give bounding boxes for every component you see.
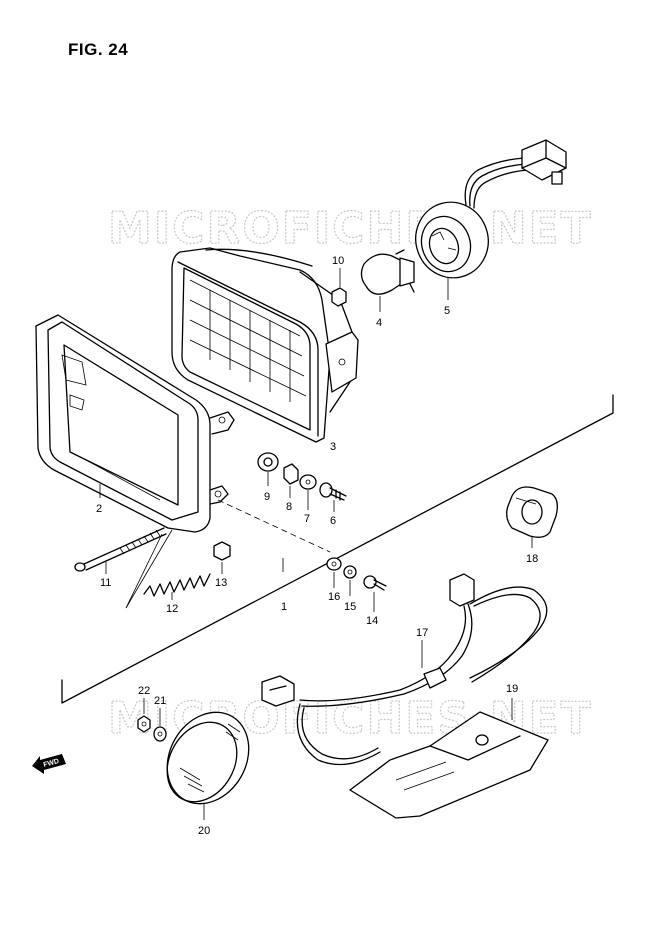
adjusting-screw-shape — [74, 527, 167, 574]
lower-hardware-shape — [326, 557, 387, 612]
callout-22: 22 — [138, 685, 150, 697]
callout-2: 2 — [96, 503, 102, 515]
callout-10: 10 — [332, 255, 344, 267]
leader-arrows — [99, 484, 331, 609]
socket-shape — [415, 139, 567, 300]
assembly-bracket — [61, 394, 614, 704]
callout-3: 3 — [330, 441, 336, 453]
callout-17: 17 — [416, 627, 428, 639]
callout-11: 11 — [100, 577, 111, 589]
bag-shape — [349, 698, 549, 819]
small-fastener-shape — [137, 698, 167, 742]
nut-shape — [213, 541, 231, 574]
callout-14: 14 — [366, 615, 378, 627]
callout-4: 4 — [376, 317, 382, 329]
callout-6: 6 — [330, 515, 336, 527]
callout-19: 19 — [506, 683, 518, 695]
callout-9: 9 — [264, 491, 270, 503]
sealed-beam-shape — [171, 247, 359, 443]
fwd-label: FWD — [43, 758, 60, 769]
clip-shape — [331, 268, 347, 307]
callout-13: 13 — [215, 577, 227, 589]
grommet-shape — [506, 486, 558, 548]
callout-5: 5 — [444, 305, 450, 317]
callout-16: 16 — [328, 591, 340, 603]
callout-18: 18 — [526, 553, 538, 565]
wiring-harness-shape — [261, 573, 548, 766]
callout-20: 20 — [198, 825, 210, 837]
part-callouts: 1 2 3 4 5 6 7 8 9 10 11 12 13 14 15 16 1… — [96, 255, 538, 837]
callout-8: 8 — [286, 501, 292, 513]
cap-shape — [166, 711, 250, 820]
spring-shape — [143, 573, 211, 600]
mount-hardware-shape — [257, 452, 347, 512]
callout-21: 21 — [154, 695, 166, 707]
callout-1: 1 — [281, 601, 287, 613]
figure-title: FIG. 24 — [68, 40, 129, 59]
bulb-shape — [360, 249, 415, 312]
callout-12: 12 — [166, 603, 178, 615]
callout-7: 7 — [304, 513, 310, 525]
fwd-arrow-icon: FWD — [32, 754, 66, 774]
watermark-top: MICROFICHES.NET — [108, 203, 593, 254]
callout-15: 15 — [344, 601, 356, 613]
headlight-rim-shape — [35, 314, 235, 533]
